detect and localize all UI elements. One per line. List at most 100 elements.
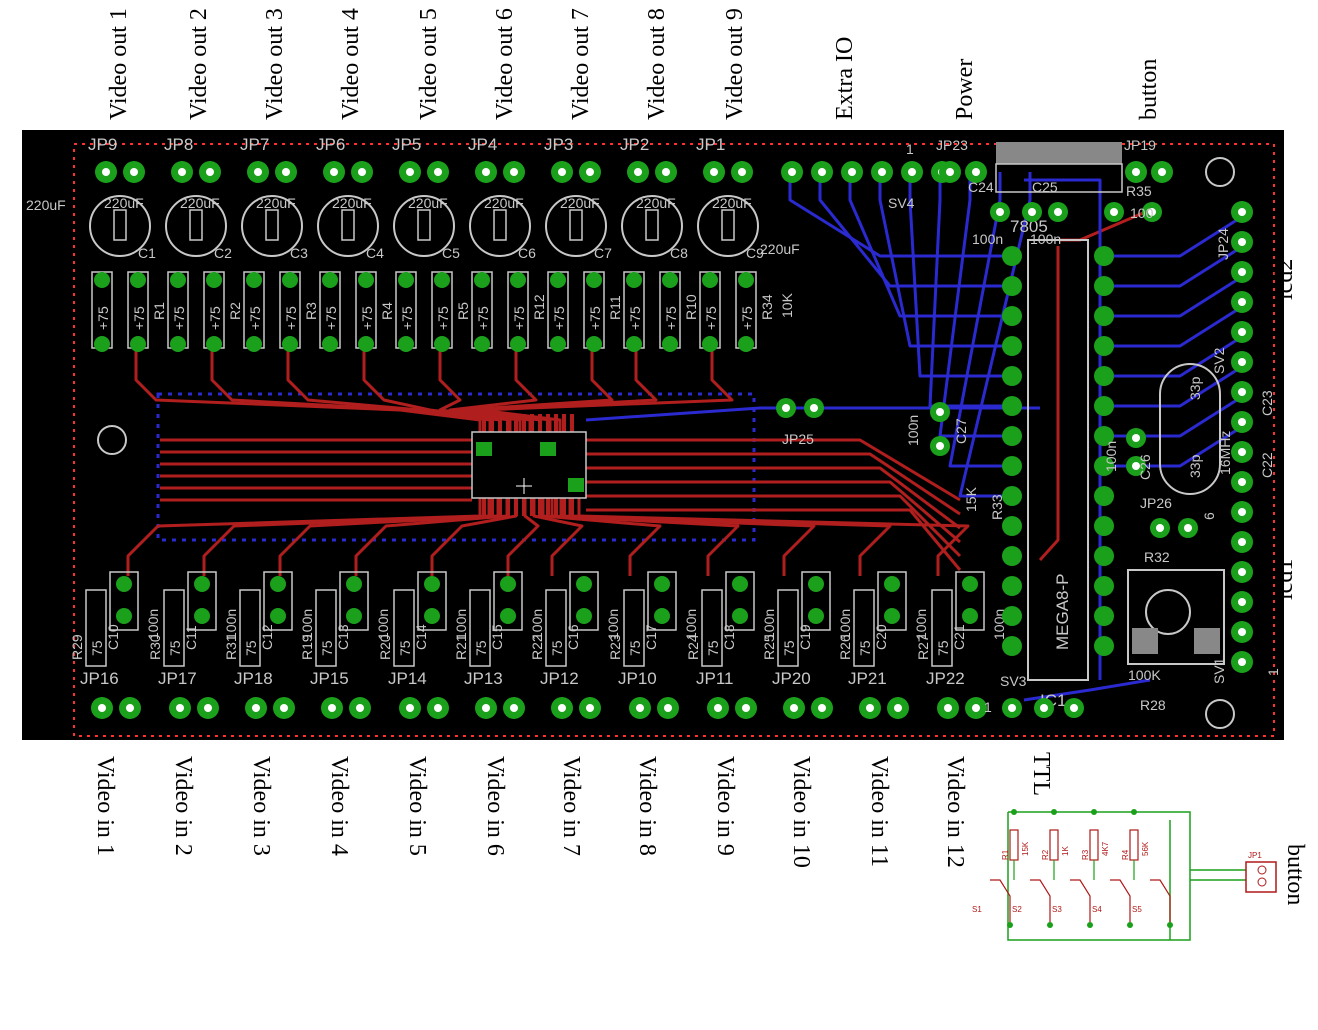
svg-text:75: 75 (319, 640, 335, 656)
svg-text:+75: +75 (247, 306, 263, 330)
svg-text:+75: +75 (587, 306, 603, 330)
svg-text:C11: C11 (183, 625, 199, 650)
svg-text:75: 75 (781, 640, 797, 656)
svg-text:R10: R10 (683, 294, 699, 320)
svg-text:R34: R34 (759, 294, 775, 320)
svg-text:C7: C7 (594, 245, 612, 261)
svg-text:R35: R35 (1126, 183, 1152, 199)
svg-text:C21: C21 (951, 624, 967, 650)
svg-text:C10: C10 (105, 624, 121, 650)
svg-text:R12: R12 (531, 294, 547, 320)
svg-text:JP10: JP10 (618, 669, 657, 688)
video-out-label-4: Video out 4 (338, 8, 364, 120)
svg-text:SV1: SV1 (1211, 657, 1227, 684)
svg-text:220uF: 220uF (560, 195, 600, 211)
svg-text:R19: R19 (299, 634, 315, 660)
svg-text:R2: R2 (227, 302, 243, 320)
svg-text:100n: 100n (605, 609, 621, 640)
svg-text:220uF: 220uF (408, 195, 448, 211)
svg-text:JP21: JP21 (848, 669, 887, 688)
svg-text:+75: +75 (627, 306, 643, 330)
svg-text:100n: 100n (913, 609, 929, 640)
svg-text:C6: C6 (518, 245, 536, 261)
svg-text:S3: S3 (1052, 905, 1062, 914)
svg-text:100n: 100n (761, 609, 777, 640)
svg-text:C22: C22 (1259, 452, 1275, 478)
svg-text:56K: 56K (1141, 841, 1150, 856)
svg-text:R4: R4 (1121, 849, 1130, 860)
board-outline (22, 130, 1284, 740)
svg-text:C23: C23 (1259, 390, 1275, 416)
svg-text:JP5: JP5 (392, 135, 421, 154)
svg-text:1K: 1K (1061, 846, 1070, 856)
svg-text:C16: C16 (565, 624, 581, 650)
svg-text:R11: R11 (607, 295, 623, 320)
video-in-label-12: Video in 12 (942, 756, 968, 868)
video-switch-ic (471, 414, 587, 516)
svg-text:S5: S5 (1132, 905, 1142, 914)
right-headers (776, 201, 1253, 718)
svg-text:220uF: 220uF (180, 195, 220, 211)
svg-text:100n: 100n (223, 609, 239, 640)
svg-text:+75: +75 (95, 306, 111, 330)
svg-text:16MHz: 16MHz (1217, 431, 1233, 475)
svg-text:C18: C18 (721, 624, 737, 650)
svg-text:R3: R3 (1081, 849, 1090, 860)
svg-text:JP19: JP19 (1124, 137, 1156, 153)
svg-text:R30: R30 (147, 634, 163, 660)
svg-text:JP13: JP13 (464, 669, 503, 688)
svg-text:R1: R1 (151, 302, 167, 320)
video-in-label-2: Video in 2 (170, 756, 196, 856)
svg-text:SV3: SV3 (1000, 673, 1027, 689)
svg-text:R31: R31 (223, 634, 239, 660)
svg-text:+75: +75 (131, 306, 147, 330)
svg-text:15K: 15K (963, 486, 979, 512)
video-in-label-6: Video in 6 (482, 756, 508, 856)
svg-text:10K: 10K (779, 292, 795, 318)
svg-text:C17: C17 (643, 624, 659, 650)
svg-text:JP23: JP23 (936, 137, 968, 153)
svg-text:6: 6 (1201, 512, 1217, 520)
svg-text:R20: R20 (377, 634, 393, 660)
ttl-label: TTL (1028, 752, 1054, 796)
button-schematic-label: button (1282, 844, 1308, 905)
video-out-label-1: Video out 1 (106, 8, 132, 120)
svg-text:R32: R32 (1144, 549, 1170, 565)
svg-text:75: 75 (705, 640, 721, 656)
svg-text:+75: +75 (551, 306, 567, 330)
svg-text:100n: 100n (453, 609, 469, 640)
board-dimension (73, 143, 1275, 737)
mount-hole-br (1205, 699, 1235, 729)
svg-text:JP3: JP3 (544, 135, 573, 154)
svg-text:JP6: JP6 (316, 135, 345, 154)
svg-text:C5: C5 (442, 245, 460, 261)
svg-text:C2: C2 (214, 245, 232, 261)
svg-text:R27: R27 (915, 634, 931, 660)
svg-text:75: 75 (549, 640, 565, 656)
svg-text:+75: +75 (171, 306, 187, 330)
svg-text:JP25: JP25 (782, 431, 814, 447)
svg-text:JP16: JP16 (80, 669, 119, 688)
svg-text:C19: C19 (797, 624, 813, 650)
svg-text:JP24: JP24 (1215, 228, 1231, 260)
svg-text:+75: +75 (399, 306, 415, 330)
svg-text:R5: R5 (455, 302, 471, 320)
video-out-label-8: Video out 8 (644, 8, 670, 120)
svg-text:JP2: JP2 (620, 135, 649, 154)
svg-text:C20: C20 (873, 624, 889, 650)
svg-text:100n: 100n (972, 231, 1003, 247)
svg-text:100n: 100n (1103, 441, 1119, 472)
crystal: 16MHz (1159, 363, 1233, 495)
svg-text:1: 1 (1265, 668, 1281, 676)
